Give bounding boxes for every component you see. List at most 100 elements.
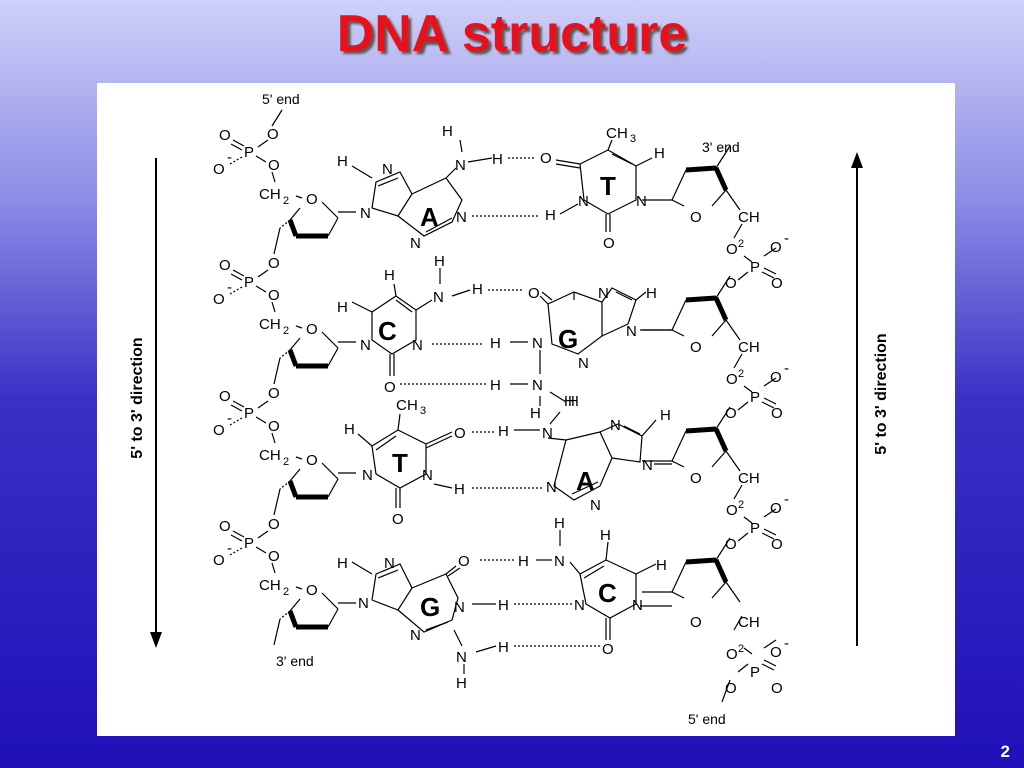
svg-text:H: H <box>490 335 501 352</box>
svg-text:N: N <box>532 377 543 394</box>
svg-text:3: 3 <box>420 405 426 417</box>
svg-text:O: O <box>268 255 280 272</box>
svg-text:H: H <box>498 597 509 614</box>
svg-text:N: N <box>360 337 371 354</box>
svg-text:N: N <box>642 457 653 474</box>
svg-text:P: P <box>244 274 254 291</box>
svg-text:O: O <box>306 191 318 208</box>
svg-text:H: H <box>498 639 509 656</box>
svg-text:O: O <box>540 150 552 167</box>
svg-text:O: O <box>458 553 470 570</box>
svg-text:H: H <box>456 675 467 692</box>
svg-text:N: N <box>632 597 643 614</box>
svg-text:H: H <box>646 285 657 302</box>
svg-text:H: H <box>530 405 541 422</box>
svg-text:CH: CH <box>738 209 760 226</box>
svg-text:CH: CH <box>259 316 281 333</box>
svg-text:H: H <box>337 153 348 170</box>
svg-text:P: P <box>750 389 760 406</box>
svg-text:O: O <box>603 235 615 252</box>
svg-text:N: N <box>574 597 585 614</box>
svg-text:O: O <box>725 536 737 553</box>
svg-text:O: O <box>268 548 280 565</box>
svg-text:N: N <box>546 479 557 496</box>
svg-text:O: O <box>268 516 280 533</box>
svg-text:O: O <box>690 470 702 487</box>
svg-text:H: H <box>337 299 348 316</box>
svg-text:CH: CH <box>738 614 760 631</box>
svg-text:H: H <box>492 151 503 168</box>
base-letter: A <box>576 466 595 496</box>
svg-text:H: H <box>337 555 348 572</box>
svg-text:O: O <box>213 161 225 178</box>
svg-text:-: - <box>784 360 789 377</box>
right-backbone-atoms: O CH O 2 O - P O O O CH O 2 O - P O O O … <box>690 209 789 697</box>
svg-text:N: N <box>410 627 421 644</box>
end-label-right-bottom: 5' end <box>688 711 726 727</box>
svg-text:O: O <box>725 275 737 292</box>
svg-text:H: H <box>600 527 611 544</box>
svg-text:O: O <box>219 388 231 405</box>
svg-text:O: O <box>306 452 318 469</box>
svg-text:2: 2 <box>283 325 289 337</box>
svg-text:N: N <box>455 157 466 174</box>
svg-text:H: H <box>407 397 418 414</box>
svg-text:H: H <box>344 421 355 438</box>
svg-text:N: N <box>384 555 395 572</box>
svg-text:CH: CH <box>738 339 760 356</box>
svg-text:H: H <box>490 377 501 394</box>
svg-text:O: O <box>268 385 280 402</box>
svg-text:H: H <box>564 393 575 410</box>
svg-text:N: N <box>636 193 647 210</box>
svg-text:2: 2 <box>283 586 289 598</box>
svg-text:N: N <box>456 209 467 226</box>
base-letter: T <box>600 171 616 201</box>
svg-text:O: O <box>213 552 225 569</box>
end-label-left-top: 5' end <box>262 91 300 107</box>
svg-text:P: P <box>244 405 254 422</box>
svg-text:O: O <box>770 239 782 256</box>
svg-text:H: H <box>660 407 671 424</box>
svg-text:C: C <box>396 397 407 414</box>
svg-text:N: N <box>578 193 589 210</box>
svg-text:N: N <box>532 335 543 352</box>
svg-text:O: O <box>725 405 737 422</box>
svg-text:CH: CH <box>259 447 281 464</box>
svg-text:H: H <box>554 515 565 532</box>
svg-text:O: O <box>268 157 280 174</box>
svg-text:H: H <box>472 281 483 298</box>
svg-text:O: O <box>602 641 614 658</box>
svg-text:O: O <box>725 680 737 697</box>
svg-text:N: N <box>554 553 565 570</box>
svg-text:N: N <box>410 235 421 252</box>
svg-text:H: H <box>454 481 465 498</box>
svg-text:O: O <box>306 321 318 338</box>
base-letter: C <box>598 578 617 608</box>
svg-text:O: O <box>770 369 782 386</box>
svg-text:N: N <box>433 289 444 306</box>
svg-text:H: H <box>656 557 667 574</box>
svg-text:-: - <box>227 149 232 166</box>
left-backbone-atoms: O P O O - O CH 2 O O O P O - O CH 2 O O … <box>213 126 318 599</box>
svg-text:P: P <box>750 664 760 681</box>
page-number: 2 <box>1000 742 1010 761</box>
svg-text:P: P <box>750 520 760 537</box>
svg-text:N: N <box>610 417 621 434</box>
svg-text:2: 2 <box>738 238 744 250</box>
base-pair-3: H C H 3 O N N H O T H N H N H N N N A <box>344 393 672 528</box>
svg-text:O: O <box>267 126 279 143</box>
svg-text:O: O <box>306 582 318 599</box>
end-label-right-top: 3' end <box>702 139 740 155</box>
svg-text:O: O <box>771 405 783 422</box>
svg-text:N: N <box>542 425 553 442</box>
svg-text:CH: CH <box>738 470 760 487</box>
svg-text:2: 2 <box>738 499 744 511</box>
svg-text:N: N <box>578 355 589 372</box>
svg-text:O: O <box>213 422 225 439</box>
svg-text:N: N <box>362 467 373 484</box>
svg-text:-: - <box>784 491 789 508</box>
svg-text:H: H <box>498 423 509 440</box>
svg-text:CH: CH <box>259 577 281 594</box>
svg-text:H: H <box>442 123 453 140</box>
svg-text:-: - <box>784 635 789 652</box>
